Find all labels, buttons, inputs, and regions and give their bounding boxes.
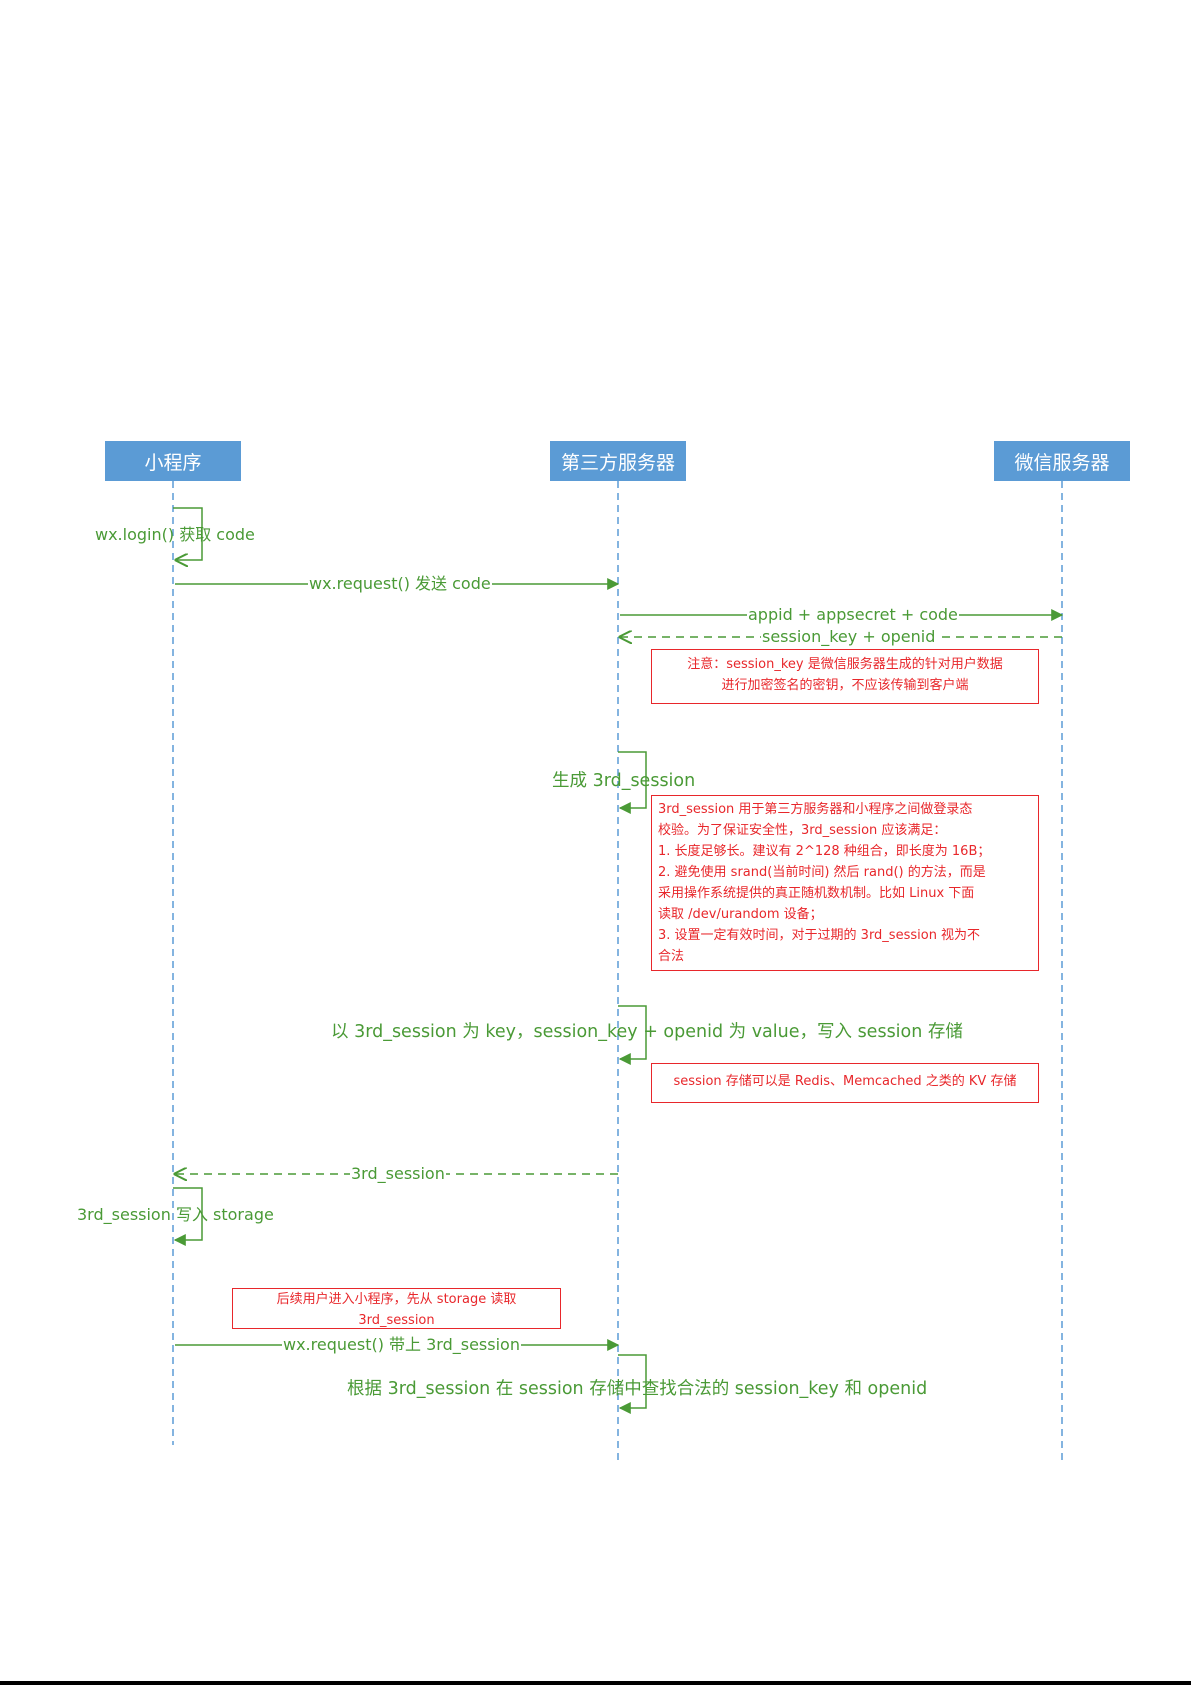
label-lookup: 根据 3rd_session 在 session 存储中查找合法的 sessio…	[347, 1379, 928, 1399]
note-session-key-line-2: 进行加密签名的密钥，不应该传输到客户端	[721, 678, 969, 693]
note-session-key-line-1: 注意：session_key 是微信服务器生成的针对用户数据	[687, 657, 1003, 672]
self-arrow-write-session	[618, 1005, 647, 1065]
label-return-3rd-session: 3rd_session	[350, 1164, 446, 1184]
self-arrow-wx-login	[173, 507, 203, 560]
note-3rd-session-line-2: 校验。为了保证安全性，3rd_session 应该满足：	[658, 823, 947, 838]
self-arrow-write-storage	[173, 1187, 203, 1246]
actor-wechat-server: 微信服务器	[994, 441, 1130, 481]
note-kv-storage: session 存储可以是 Redis、Memcached 之类的 KV 存储	[651, 1063, 1039, 1103]
label-appid-secret: appid + appsecret + code	[747, 605, 959, 625]
note-3rd-session-line-7: 3. 设置一定有效时间，对于过期的 3rd_session 视为不	[658, 928, 981, 943]
self-arrow-gen-session	[618, 751, 647, 814]
label-send-3rd-session: wx.request() 带上 3rd_session	[282, 1335, 521, 1355]
self-arrow-lookup	[618, 1354, 647, 1414]
label-write-storage: 3rd_session 写入 storage	[77, 1205, 274, 1224]
actor-mini-program: 小程序	[105, 441, 241, 481]
label-send-code: wx.request() 发送 code	[308, 574, 492, 594]
actor-third-party-server: 第三方服务器	[550, 441, 686, 481]
note-3rd-session-line-8: 合法	[658, 949, 685, 964]
note-3rd-session-line-3: 1. 长度足够长。建议有 2^128 种组合，即长度为 16B；	[658, 844, 991, 859]
label-write-session: 以 3rd_session 为 key，session_key + openid…	[331, 1022, 963, 1042]
note-kv-storage-line-1: session 存储可以是 Redis、Memcached 之类的 KV 存储	[673, 1074, 1017, 1089]
note-3rd-session-requirements: 3rd_session 用于第三方服务器和小程序之间做登录态 校验。为了保证安全…	[651, 795, 1039, 971]
label-session-key-openid: session_key + openid	[761, 627, 937, 647]
note-3rd-session-line-4: 2. 避免使用 srand(当前时间) 然后 rand() 的方法，而是	[658, 865, 986, 880]
note-3rd-session-line-6: 读取 /dev/urandom 设备；	[658, 907, 823, 922]
label-wx-login: wx.login() 获取 code	[95, 525, 255, 544]
note-storage-read-line-2: 3rd_session	[358, 1313, 435, 1328]
note-3rd-session-line-5: 采用操作系统提供的真正随机数机制。比如 Linux 下面	[658, 886, 975, 901]
note-3rd-session-line-1: 3rd_session 用于第三方服务器和小程序之间做登录态	[658, 802, 973, 817]
page-bottom-rule	[0, 1681, 1191, 1685]
note-storage-read-line-1: 后续用户进入小程序，先从 storage 读取	[276, 1292, 517, 1307]
label-gen-3rd-session: 生成 3rd_session	[552, 771, 696, 791]
note-storage-read: 后续用户进入小程序，先从 storage 读取 3rd_session	[232, 1288, 561, 1329]
note-session-key: 注意：session_key 是微信服务器生成的针对用户数据 进行加密签名的密钥…	[651, 649, 1039, 704]
